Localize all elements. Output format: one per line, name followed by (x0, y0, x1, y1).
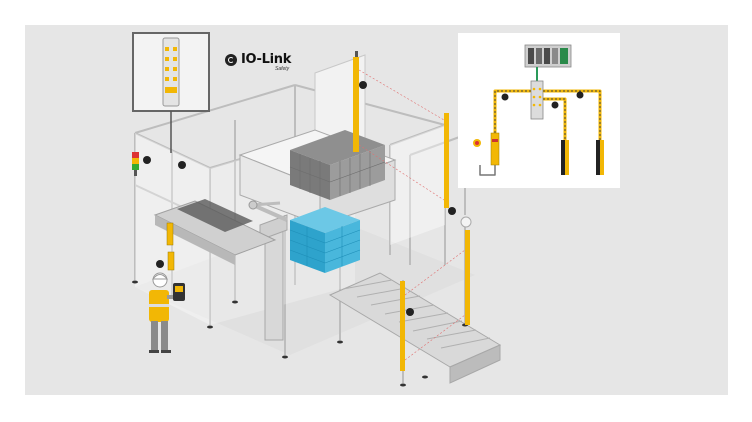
io-link-badges (143, 81, 456, 316)
io-link-swirl-icon (225, 53, 237, 66)
fence-panel-right (390, 125, 445, 245)
light-curtain-icon (561, 140, 604, 175)
logo-subtext: Safety (275, 66, 290, 72)
safety-beams (358, 69, 466, 361)
io-modules (166, 222, 175, 271)
post-feet (132, 280, 468, 387)
light-curtain-icon (353, 57, 359, 152)
logo-text: IO-Link (241, 52, 292, 67)
safety-controller-icon (167, 251, 175, 271)
emergency-stop-icon (473, 139, 481, 147)
io-link-cables (479, 89, 602, 176)
io-link-master-icon (530, 80, 544, 120)
stack-light-white (460, 216, 472, 228)
device-callout (132, 32, 210, 153)
scene-background: IO-Link Safety (25, 25, 728, 395)
plc-rack-icon (524, 44, 572, 68)
grey-box-stack (289, 130, 386, 200)
blue-pallet (289, 207, 361, 273)
light-curtains (353, 51, 472, 371)
safety-cell-illustration (132, 32, 620, 387)
robot-arm (248, 200, 288, 341)
topology-panel (458, 33, 620, 188)
io-link-logo: IO-Link Safety (225, 52, 292, 72)
left-conveyor (153, 199, 277, 265)
light-curtain-icon (400, 281, 405, 371)
light-curtain-icon (444, 113, 449, 208)
operator-worker-icon (149, 272, 185, 353)
stack-light-icon (132, 152, 139, 176)
light-curtain-icon (465, 230, 470, 325)
roller-conveyor (328, 272, 502, 384)
safety-controller-icon (490, 132, 500, 166)
safety-controller-icon (166, 222, 174, 246)
